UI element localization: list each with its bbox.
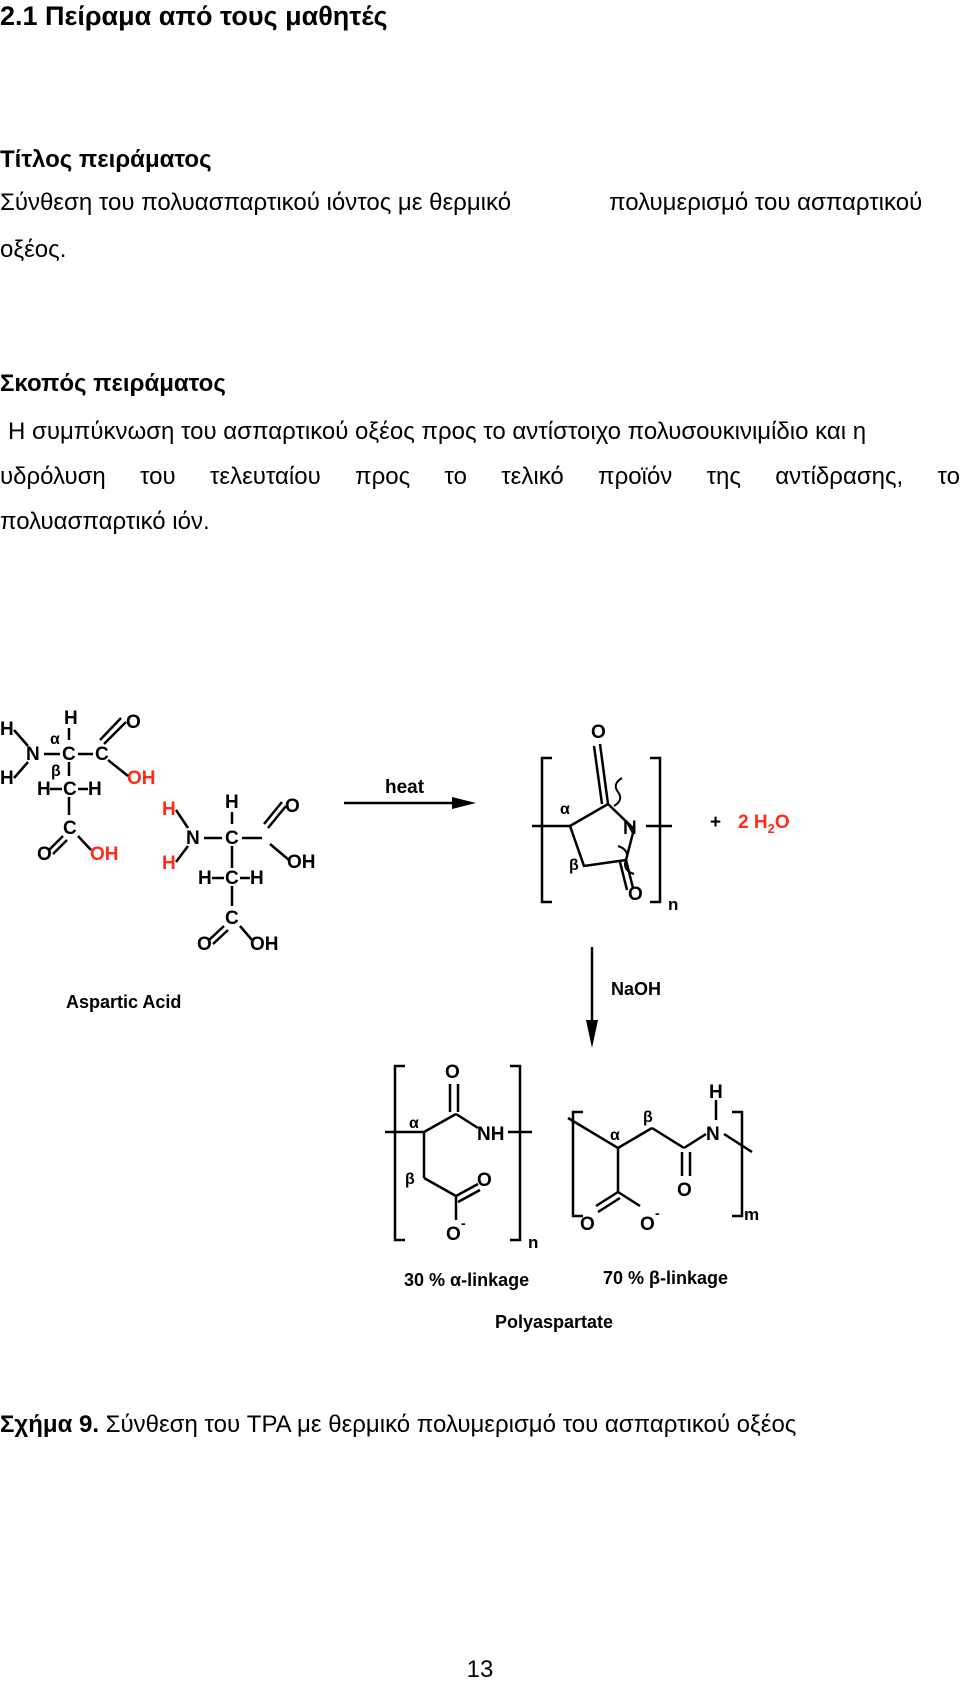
atom: O xyxy=(580,1214,595,1235)
polysuccinimide: O N O α β n xyxy=(532,722,678,914)
atom: O xyxy=(628,884,643,905)
aspartic-acid-molecule-1: H H N H C α β C O OH H C H C O OH xyxy=(0,708,156,865)
beta-label: β xyxy=(569,857,579,874)
aim-line-1: Η συμπύκνωση του ασπαρτικού οξέος προς τ… xyxy=(8,418,867,445)
reaction-scheme: H H N H C α β C O OH H C H C O OH H H xyxy=(0,708,790,1332)
naoh-label: NaOH xyxy=(611,979,661,999)
atom: H xyxy=(162,853,176,874)
atom: H xyxy=(250,868,264,889)
atom-oh: OH xyxy=(127,768,156,789)
atom: NH xyxy=(477,1124,504,1145)
atom: C xyxy=(63,779,77,800)
atom: H xyxy=(37,779,51,800)
atom: O xyxy=(445,1062,460,1083)
atom: H xyxy=(0,768,14,789)
aspartic-acid-bonds-2 xyxy=(174,801,290,945)
atom: O xyxy=(477,1170,492,1191)
atom: O xyxy=(197,934,212,955)
atom: O xyxy=(677,1180,692,1201)
caption-label: Σχήμα 9. xyxy=(0,1411,99,1438)
atom: H xyxy=(198,868,212,889)
atom: H xyxy=(162,799,176,820)
alpha-label: α xyxy=(50,731,60,748)
title-line-2: οξέος. xyxy=(0,236,67,263)
aspartic-acid-bonds-1 xyxy=(13,717,129,855)
heat-arrow xyxy=(344,797,476,809)
atom: H xyxy=(0,719,14,740)
beta-label: β xyxy=(405,1171,415,1188)
caption-text: Σύνθεση του TPA με θερμικό πολυμερισμό τ… xyxy=(99,1411,797,1438)
atom: C xyxy=(62,744,76,765)
charge-minus: - xyxy=(655,1205,660,1221)
beta-label: β xyxy=(643,1109,653,1126)
atom: C xyxy=(95,744,109,765)
title-line-1b: πολυμερισμό του ασπαρτικού xyxy=(609,189,923,216)
atom: C xyxy=(225,828,239,849)
atom: H xyxy=(225,792,239,813)
aim-label: Σκοπός πειράματος xyxy=(0,370,226,397)
atom-o-minus: O xyxy=(640,1214,655,1235)
atom-o-minus: O xyxy=(446,1224,461,1245)
title-line-1a: Σύνθεση του πολυασπαρτικού ιόντος με θερ… xyxy=(0,189,512,216)
atom: N xyxy=(186,828,200,849)
alpha-label: α xyxy=(610,1127,620,1144)
repeat-m: m xyxy=(744,1205,759,1224)
atom: O xyxy=(126,712,141,733)
naoh-arrow xyxy=(586,947,598,1048)
section-heading: 2.1 Πείραμα από τους μαθητές xyxy=(0,1,388,31)
polyaspartate-label: Polyaspartate xyxy=(495,1312,613,1332)
aim-line-3: πολυασπαρτικό ιόν. xyxy=(0,508,210,535)
atom: C xyxy=(225,908,239,929)
atom: H xyxy=(64,708,78,729)
atom: H xyxy=(709,1082,723,1103)
aim-line-2: υδρόλυση του τελευταίου προς το τελικό π… xyxy=(0,463,960,490)
atom: O xyxy=(591,722,606,743)
figure-caption: Σχήμα 9. Σύνθεση του TPA με θερμικό πολυ… xyxy=(0,1411,796,1439)
beta-label: β xyxy=(51,763,61,780)
heat-label: heat xyxy=(385,777,425,798)
title-label: Τίτλος πειράματος xyxy=(0,146,212,173)
atom: O xyxy=(285,796,300,817)
atom: O xyxy=(37,844,52,865)
beta-linkage-unit: α β H N O O O - m xyxy=(567,1082,759,1235)
aspartic-acid-molecule-2: H H N H C O OH H C H C O OH xyxy=(162,792,316,955)
atom-oh: OH xyxy=(90,844,119,865)
alpha-linkage-label: 30 % α-linkage xyxy=(404,1270,529,1290)
repeat-n: n xyxy=(668,895,678,914)
page-number: 13 xyxy=(466,1656,494,1683)
atom-oh: OH xyxy=(287,852,316,873)
atom: N xyxy=(706,1124,720,1145)
water-product: 2 H2O xyxy=(738,812,790,836)
alpha-label: α xyxy=(560,801,570,818)
alpha-label: α xyxy=(409,1115,419,1132)
atom: H xyxy=(88,779,102,800)
alpha-linkage-unit: O NH α β O O - n xyxy=(385,1062,538,1252)
atom: N xyxy=(26,744,40,765)
beta-linkage-label: 70 % β-linkage xyxy=(603,1268,728,1288)
charge-minus: - xyxy=(461,1215,466,1231)
repeat-n: n xyxy=(528,1233,538,1252)
plus-sign: + xyxy=(710,812,721,833)
atom: N xyxy=(623,818,637,839)
atom-oh: OH xyxy=(250,934,279,955)
aspartic-acid-label: Aspartic Acid xyxy=(66,992,181,1012)
atom: C xyxy=(225,868,239,889)
atom: C xyxy=(63,818,77,839)
